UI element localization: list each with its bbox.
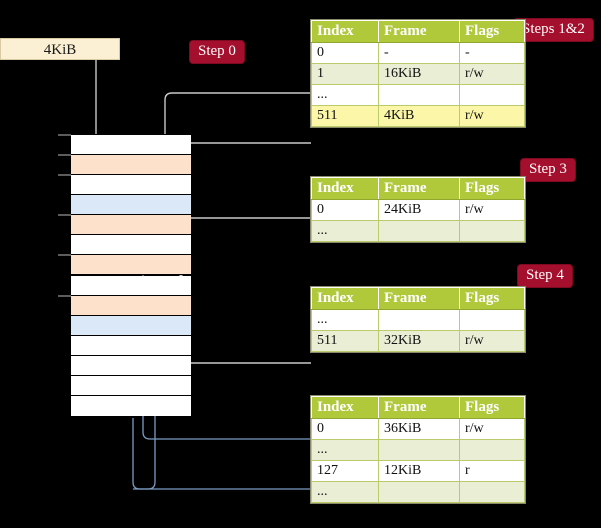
cell-index: ... [311,481,379,503]
cell-index: 511 [311,330,379,352]
cell-flags: r/w [459,63,525,85]
memory-frame-5-free [71,235,191,256]
cell-frame [378,439,460,461]
cell-index: 511 [311,105,379,127]
memory-tick-0 [58,134,71,136]
memory-tick-8 [58,294,71,297]
column-header-frame: Frame [378,287,460,310]
wire-t1-0-to-mem [180,217,311,268]
cell-index: ... [311,439,379,461]
virtual-address-box: 4KiB [0,38,120,60]
column-header-index: Index [311,287,379,310]
column-header-index: Index [311,20,379,43]
memory-tick-4 [58,214,71,217]
cell-index: ... [311,220,379,242]
memory-frame-1-page-table [71,155,191,176]
cell-frame [378,220,460,242]
memory-frame-3-page-frame [71,195,191,216]
cell-index: 0 [311,418,379,440]
column-header-flags: Flags [459,287,525,310]
memory-frame-12-free [71,375,191,396]
memory-frame-8-page-table [71,295,191,316]
cell-index: ... [311,84,379,106]
memory-tick-2 [58,174,71,177]
cell-index: 1 [311,63,379,85]
table-row: ... [311,220,525,242]
wire-t2-511-to-mem [182,320,311,364]
memory-tick-6 [58,254,71,257]
step-badge-step-0: Step 0 [190,41,244,63]
cell-flags [459,481,525,503]
memory-frame-7-free [71,275,191,296]
column-header-flags: Flags [459,396,525,419]
memory-frame-9-page-frame [71,315,191,336]
cell-frame: 4KiB [378,105,460,127]
cell-frame [378,309,460,331]
table-row: ... [311,481,525,503]
cell-frame: - [378,42,460,64]
table-row: ... [311,309,525,331]
cell-flags [459,309,525,331]
column-header-frame: Frame [378,20,460,43]
cell-frame [378,481,460,503]
cell-index: ... [311,309,379,331]
cell-index: 0 [311,42,379,64]
cell-flags: r/w [459,105,525,127]
cell-frame: 36KiB [378,418,460,440]
cell-flags: r/w [459,199,525,221]
column-header-flags: Flags [459,177,525,200]
table-row: ... [311,84,525,106]
step-badge-step-4: Step 4 [518,265,572,287]
column-header-index: Index [311,396,379,419]
cell-flags: r/w [459,330,525,352]
cell-frame: 12KiB [378,460,460,482]
column-header-index: Index [311,177,379,200]
cell-index: 127 [311,460,379,482]
memory-frame-13-free [71,395,191,416]
cell-frame [378,84,460,106]
cell-index: 0 [311,199,379,221]
cell-flags: - [459,42,525,64]
memory-frame-10-free [71,335,191,356]
memory-frame-2-free [71,175,191,196]
step-badge-step-3: Step 3 [521,159,575,181]
cell-flags: r [459,460,525,482]
memory-frame-4-page-table [71,215,191,236]
cell-frame: 24KiB [378,199,460,221]
cell-flags: r/w [459,418,525,440]
table-row: 0-- [311,42,525,64]
memory-frame-0-free [71,135,191,156]
step-badge-steps-1-2: Steps 1&2 [514,19,593,41]
table-row: ... [311,439,525,461]
memory-frame-11-free [71,355,191,376]
column-header-frame: Frame [378,177,460,200]
column-header-frame: Frame [378,396,460,419]
memory-frame-6-page-table [71,255,191,276]
cell-frame: 16KiB [378,63,460,85]
column-header-flags: Flags [459,20,525,43]
physical-memory-column [70,134,191,416]
memory-tick-1 [58,154,71,157]
cell-flags [459,439,525,461]
cell-frame: 32KiB [378,330,460,352]
cell-flags [459,84,525,106]
cell-flags [459,220,525,242]
